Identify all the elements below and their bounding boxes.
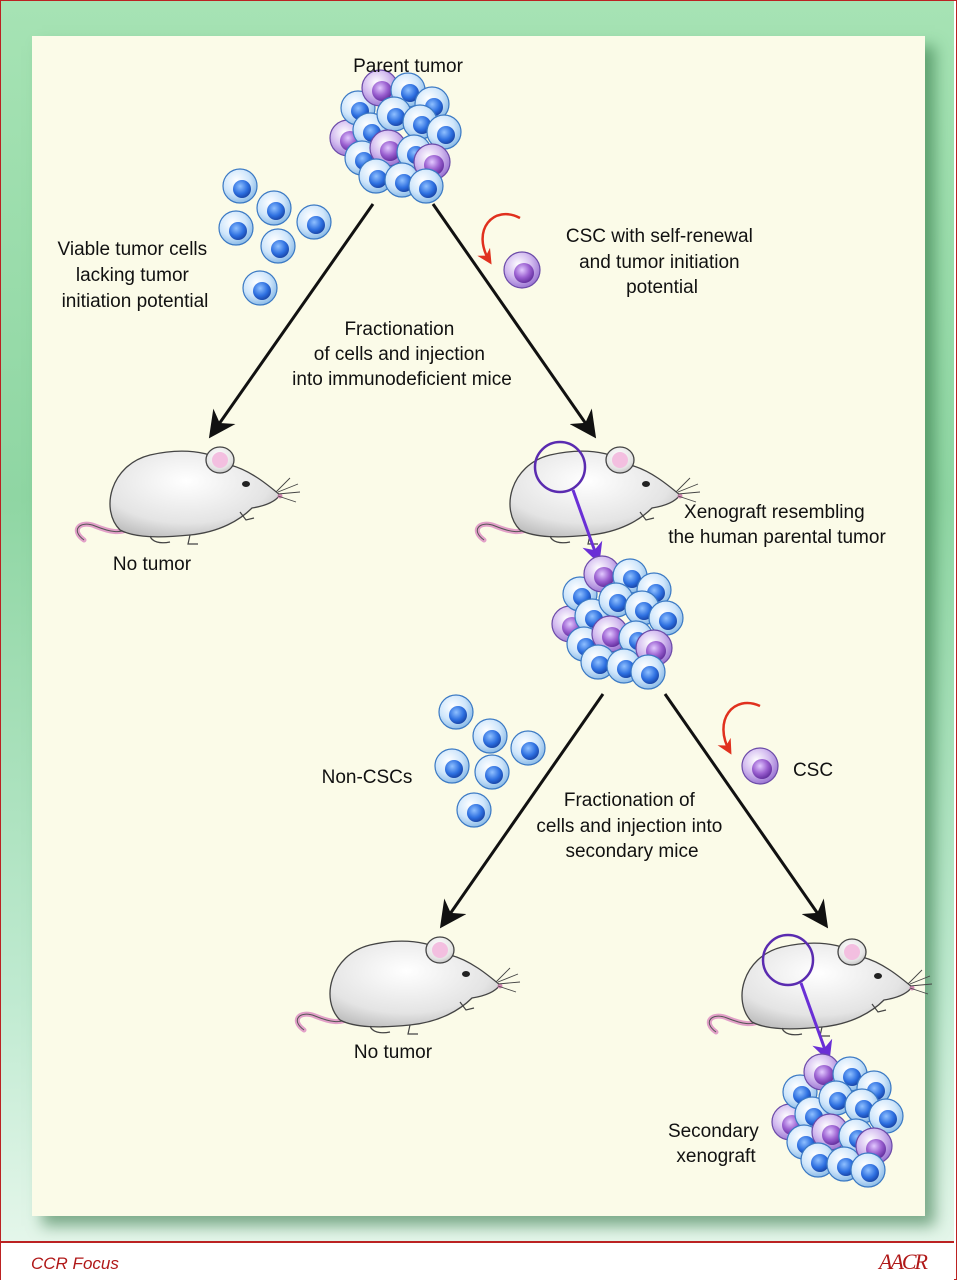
figure-footer: CCR Focus AACR bbox=[1, 1241, 954, 1281]
csc-label: CSC bbox=[793, 760, 833, 781]
fractionation-label-2: Fractionation of cells and injection int… bbox=[536, 790, 727, 862]
xenograft-label: Xenograft resembling the human parental … bbox=[668, 502, 886, 548]
arrow-to-xenograft-mouse bbox=[431, 203, 597, 439]
csc-cell bbox=[503, 251, 541, 289]
arrow-to-secondary-no-tumor-mouse bbox=[439, 693, 605, 929]
csc-cell-2 bbox=[741, 747, 779, 785]
journal-name: CCR Focus bbox=[31, 1254, 119, 1273]
mouse-no-tumor-1 bbox=[77, 447, 300, 544]
aacr-logo: AACR bbox=[879, 1249, 928, 1274]
mouse-secondary-xenograft bbox=[709, 939, 932, 1036]
tumor-highlight-circle-1 bbox=[533, 440, 587, 494]
xenograft-arrow-2 bbox=[799, 982, 833, 1062]
self-renewal-arrow bbox=[477, 212, 521, 265]
viable-cells-label: Viable tumor cells lacking tumor initiat… bbox=[58, 239, 213, 312]
tumor-highlight-circle-2 bbox=[761, 933, 815, 987]
non-csc-cells-group bbox=[434, 694, 546, 828]
no-tumor-label-2: No tumor bbox=[354, 1042, 433, 1063]
arrow-to-no-tumor-mouse bbox=[208, 203, 375, 439]
fractionation-label-1: Fractionation of cells and injection int… bbox=[292, 319, 512, 390]
no-tumor-label-1: No tumor bbox=[113, 554, 192, 575]
parent-tumor-label: Parent tumor bbox=[353, 56, 463, 77]
xenograft-arrow-1 bbox=[571, 489, 603, 564]
arrow-to-secondary-mouse bbox=[663, 693, 829, 929]
self-renewal-arrow-2 bbox=[717, 701, 761, 755]
viable-cells-group bbox=[218, 168, 332, 306]
csc-self-renewal-label: CSC with self-renewal and tumor initiati… bbox=[566, 226, 758, 298]
xenograft-tumor-cluster bbox=[552, 556, 683, 689]
parent-tumor-cluster bbox=[330, 70, 461, 203]
mouse-no-tumor-2 bbox=[297, 937, 520, 1034]
secondary-xenograft-label: Secondary xenograft bbox=[668, 1121, 764, 1167]
secondary-xenograft-cluster bbox=[772, 1054, 903, 1187]
non-cscs-label: Non-CSCs bbox=[322, 767, 413, 788]
